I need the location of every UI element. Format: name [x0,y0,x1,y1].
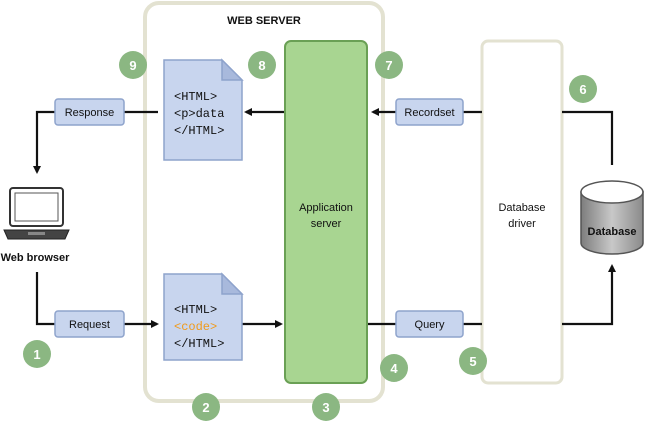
laptop-icon [3,187,70,240]
step-5-number: 5 [469,354,476,369]
application-server-label-line1: Application [299,202,353,214]
output-document-line1: <HTML> [174,90,217,104]
database-to-driver-wire [562,110,614,165]
step-4-number: 4 [390,361,398,376]
database-driver-box [480,39,564,385]
step-6: 6 [569,75,597,103]
step-4: 4 [380,354,408,382]
step-6-number: 6 [579,82,586,97]
database-label: Database [588,226,637,238]
step-3: 3 [312,393,340,421]
step-2: 2 [192,393,220,421]
step-7-number: 7 [385,58,392,73]
input-document-line1: <HTML> [174,303,217,317]
step-7: 7 [375,51,403,79]
web-browser-label: Web browser [1,252,71,264]
step-1-number: 1 [33,347,40,362]
step-9: 9 [119,51,147,79]
step-1: 1 [23,340,51,368]
application-server-box [284,40,368,384]
step-8: 8 [248,51,276,79]
query-label-text: Query [415,319,445,331]
step-3-number: 3 [322,400,329,415]
input-document-line2: <code> [174,320,217,334]
step-2-number: 2 [202,400,209,415]
step-5: 5 [459,347,487,375]
step-9-number: 9 [129,58,136,73]
response-label-text: Response [65,107,115,119]
recordset-label-text: Recordset [404,107,454,119]
output-html-document: <HTML> <p>data </HTML> [163,58,244,161]
input-html-document: <HTML> <code> </HTML> [163,272,244,361]
database-driver-label-line1: Database [498,202,545,214]
driver-to-database-arrow [562,264,616,326]
query-label: Query [395,310,464,338]
response-label: Response [54,98,125,126]
input-document-line3: </HTML> [174,337,224,351]
recordset-label: Recordset [395,98,464,126]
output-document-line3: </HTML> [174,124,224,138]
request-label-text: Request [69,319,110,331]
step-8-number: 8 [258,58,265,73]
web-server-title: WEB SERVER [227,15,301,27]
database-driver-label-line2: driver [508,218,536,230]
request-label: Request [54,310,125,338]
output-document-line2: <p>data [174,107,224,121]
database-icon [580,180,644,255]
application-server-label-line2: server [311,218,342,230]
